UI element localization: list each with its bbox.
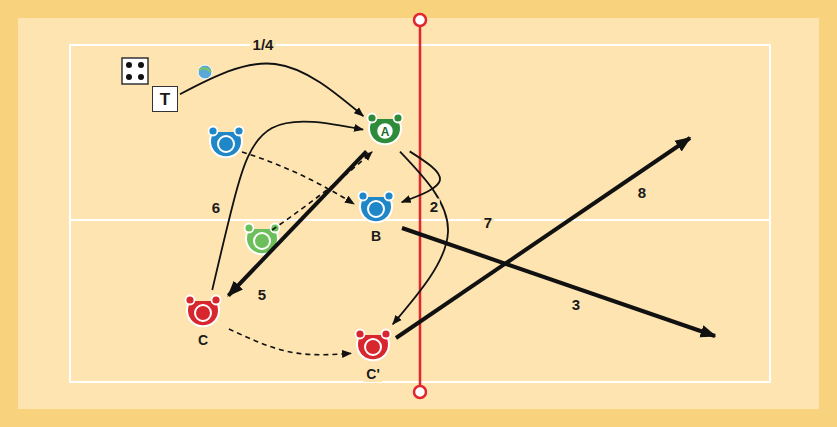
callout-number: 2 [428,199,440,214]
player-symbol [356,188,396,228]
player-node: A [365,110,409,150]
dice-symbol [122,58,148,84]
ball-symbol [198,65,212,79]
ball-arrow [396,138,690,338]
callout-number: 3 [570,297,582,312]
pass-arrow [212,122,363,290]
net [419,20,422,392]
player-symbol [353,326,393,366]
player-node: C [183,292,227,348]
callout-number: 8 [636,185,648,200]
player-letter: A [365,126,405,138]
player-letter: C [183,333,223,347]
net-post [414,386,426,398]
player-node: B [356,188,400,244]
callout-number: 7 [482,215,494,230]
player-letter: T [160,91,170,108]
callout-number: 5 [256,287,268,302]
callout-number: 1/4 [251,37,276,52]
pass-arrow [229,329,351,355]
player-node: C' [353,326,397,382]
pass-arrow [180,64,363,117]
coach-box: T [152,86,178,112]
net-post [414,14,426,26]
player-letter: C' [353,367,393,381]
player-symbol [183,292,223,332]
run-arrow [242,152,354,204]
court-ground [18,18,819,409]
ball-arrow [402,228,715,336]
pass-arrow [393,152,448,325]
player-symbol [209,127,244,158]
player-letter: B [356,229,396,243]
callout-number: 6 [210,200,222,215]
pass-arrow [228,151,366,295]
